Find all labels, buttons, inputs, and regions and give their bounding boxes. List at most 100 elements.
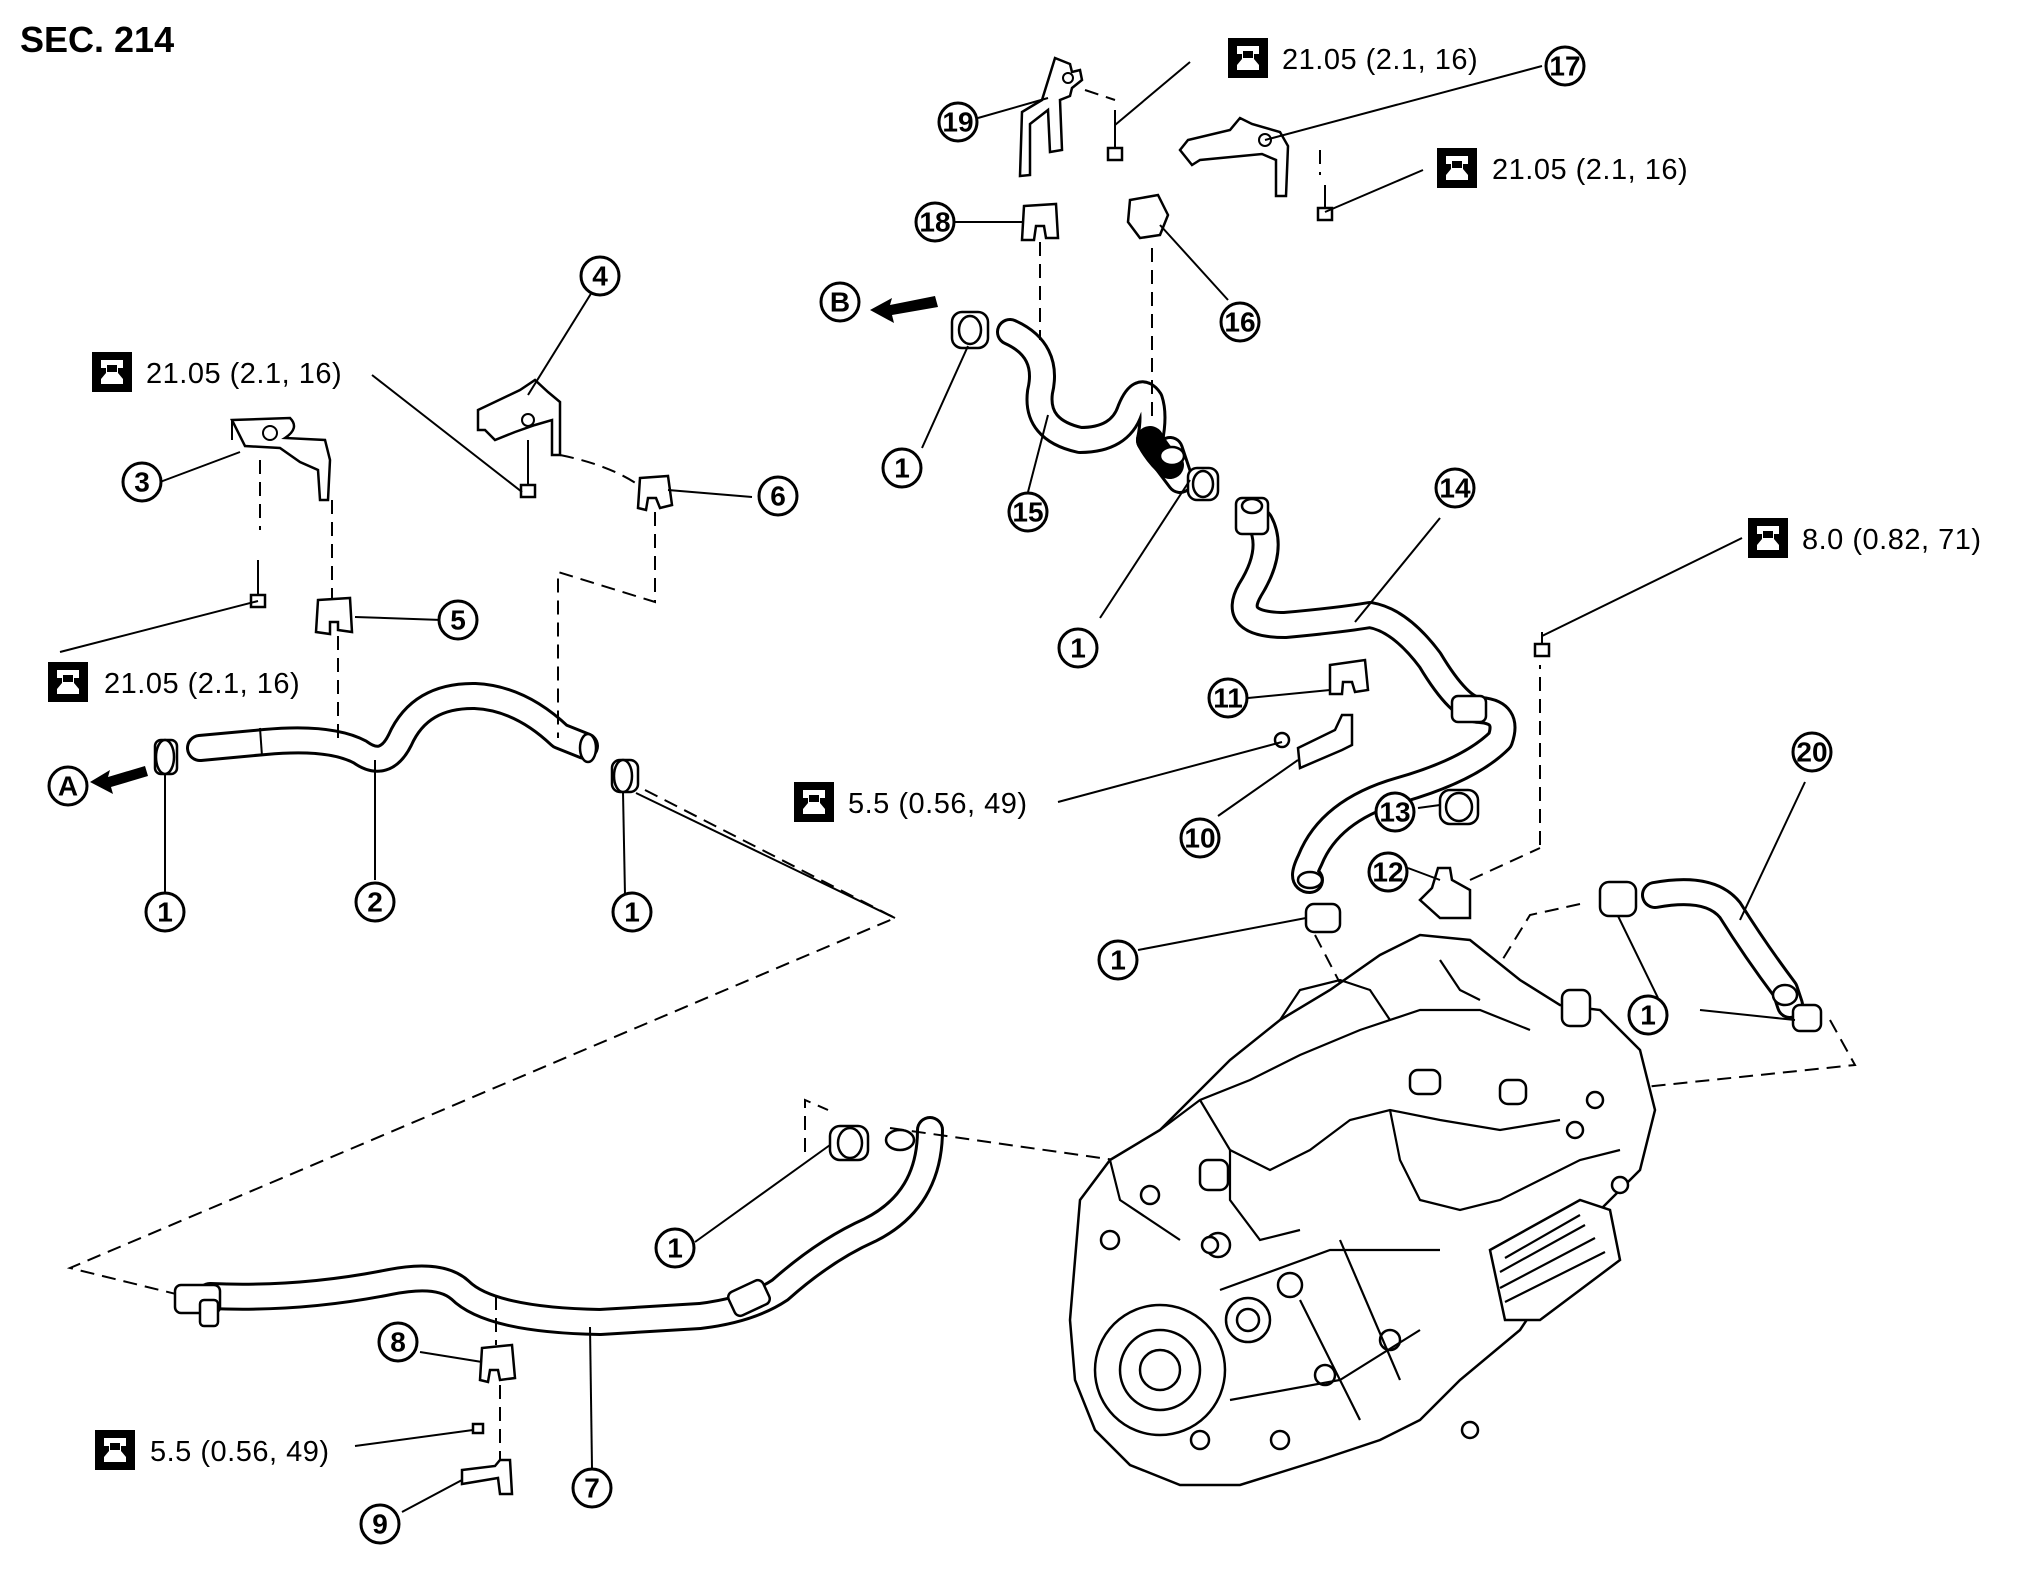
svg-text:5.5 (0.56, 49): 5.5 (0.56, 49) bbox=[848, 788, 1028, 820]
callout-3: 3 bbox=[121, 461, 163, 503]
hose-7-clamp-mid bbox=[727, 1278, 771, 1318]
torque-wrench-icon bbox=[1748, 518, 1788, 558]
callout-13: 13 bbox=[1374, 791, 1416, 833]
callout-16: 16 bbox=[1219, 301, 1261, 343]
callout-14: 14 bbox=[1434, 467, 1476, 509]
svg-text:10: 10 bbox=[1184, 823, 1215, 854]
hose-15-clamp bbox=[950, 310, 990, 350]
bolt-left-lower bbox=[249, 560, 267, 609]
svg-text:B: B bbox=[830, 287, 850, 318]
nut-10 bbox=[1273, 731, 1291, 749]
callout-15: 15 bbox=[1007, 491, 1049, 533]
callout-11: 11 bbox=[1207, 677, 1249, 719]
leader-lines bbox=[59, 61, 1806, 1513]
bolt-upper-left bbox=[519, 440, 537, 499]
hose-7-end-fitting bbox=[173, 1283, 222, 1328]
svg-text:2: 2 bbox=[367, 887, 383, 918]
torque-spec: 8.0 (0.82, 71) bbox=[1748, 518, 1981, 558]
hose-14-clamp-upper bbox=[1186, 466, 1220, 502]
dash-hose7-engine bbox=[889, 1127, 1116, 1161]
callout-10: 10 bbox=[1179, 817, 1221, 859]
dash-clip6-hose bbox=[557, 512, 656, 738]
svg-text:9: 9 bbox=[372, 1509, 388, 1540]
callout-5: 5 bbox=[437, 599, 479, 641]
svg-text:1: 1 bbox=[157, 897, 173, 928]
traction-motor-assembly bbox=[1068, 933, 1657, 1487]
svg-text:1: 1 bbox=[1110, 945, 1126, 976]
callout-1: 1 bbox=[654, 1227, 696, 1269]
svg-text:17: 17 bbox=[1549, 51, 1580, 82]
hose-14-end-fitting bbox=[1234, 496, 1270, 536]
arrow-b-label: B bbox=[819, 281, 861, 323]
bracket-9 bbox=[460, 1458, 514, 1496]
callout-9: 9 bbox=[359, 1503, 401, 1545]
clip-16 bbox=[1126, 193, 1170, 240]
callout-1: 1 bbox=[881, 447, 923, 489]
bracket-4 bbox=[476, 378, 562, 457]
hose-7 bbox=[196, 1116, 944, 1336]
svg-text:16: 16 bbox=[1224, 307, 1255, 338]
clamp-13 bbox=[1438, 788, 1480, 826]
hose-20-clamp-upper bbox=[1598, 880, 1638, 918]
clip-5 bbox=[314, 596, 354, 636]
hose-clamp-left bbox=[153, 738, 179, 776]
callout-4: 4 bbox=[579, 255, 621, 297]
svg-text:6: 6 bbox=[770, 481, 786, 512]
svg-text:5: 5 bbox=[450, 605, 466, 636]
callout-1: 1 bbox=[1627, 994, 1669, 1036]
section-label: SEC. 214 bbox=[20, 19, 174, 60]
svg-text:8: 8 bbox=[390, 1327, 406, 1358]
callout-1: 1 bbox=[1097, 939, 1139, 981]
hose-20 bbox=[1641, 878, 1804, 1019]
clip-18 bbox=[1020, 202, 1060, 242]
arrow-a bbox=[90, 766, 148, 794]
callout-1: 1 bbox=[1057, 627, 1099, 669]
svg-text:1: 1 bbox=[1640, 1000, 1656, 1031]
hose-20-clamp-lower bbox=[1791, 1003, 1823, 1033]
callout-20: 20 bbox=[1791, 731, 1833, 773]
svg-text:A: A bbox=[58, 771, 78, 802]
callout-7: 7 bbox=[571, 1467, 613, 1509]
bracket-12 bbox=[1418, 866, 1472, 920]
torque-spec: 21.05 (2.1, 16) bbox=[92, 352, 342, 392]
svg-text:21.05 (2.1, 16): 21.05 (2.1, 16) bbox=[1282, 44, 1478, 76]
torque-spec: 21.05 (2.1, 16) bbox=[48, 662, 300, 702]
torque-wrench-icon bbox=[794, 782, 834, 822]
torque-wrench-icon bbox=[95, 1430, 135, 1470]
svg-text:1: 1 bbox=[1070, 633, 1086, 664]
svg-text:21.05 (2.1, 16): 21.05 (2.1, 16) bbox=[1492, 154, 1688, 186]
torque-spec: 21.05 (2.1, 16) bbox=[1437, 148, 1688, 188]
clip-11 bbox=[1328, 658, 1370, 696]
bolt-19 bbox=[1106, 110, 1124, 162]
svg-text:1: 1 bbox=[894, 453, 910, 484]
arrow-b bbox=[870, 296, 938, 323]
svg-text:5.5 (0.56, 49): 5.5 (0.56, 49) bbox=[150, 1436, 330, 1468]
hose-2 bbox=[186, 682, 599, 773]
svg-text:21.05 (2.1, 16): 21.05 (2.1, 16) bbox=[146, 358, 342, 390]
callout-2: 2 bbox=[354, 881, 396, 923]
svg-text:21.05 (2.1, 16): 21.05 (2.1, 16) bbox=[104, 668, 300, 700]
hose-14-clamp-mid bbox=[1450, 694, 1488, 724]
arrow-a-label: A bbox=[47, 765, 89, 807]
clamp-engine-top bbox=[1304, 902, 1342, 934]
callout-1: 1 bbox=[611, 891, 653, 933]
hose-clamp-right bbox=[610, 758, 640, 794]
torque-wrench-icon bbox=[1228, 38, 1268, 78]
dash-hose20-engine bbox=[1449, 903, 1581, 1046]
dash-hose2-hose7 bbox=[66, 789, 898, 1296]
svg-text:18: 18 bbox=[919, 207, 950, 238]
torque-wrench-icon bbox=[48, 662, 88, 702]
callout-6: 6 bbox=[757, 475, 799, 517]
torque-spec: 21.05 (2.1, 16) bbox=[1228, 38, 1478, 78]
svg-text:19: 19 bbox=[942, 107, 973, 138]
svg-text:1: 1 bbox=[667, 1233, 683, 1264]
bracket-10 bbox=[1296, 713, 1354, 770]
callout-17: 17 bbox=[1544, 45, 1586, 87]
svg-text:20: 20 bbox=[1796, 737, 1827, 768]
torque-spec: 5.5 (0.56, 49) bbox=[794, 782, 1028, 822]
svg-text:14: 14 bbox=[1439, 473, 1471, 504]
dash-bracket12-bolt bbox=[1469, 847, 1541, 881]
svg-text:13: 13 bbox=[1379, 797, 1410, 828]
bolt-12 bbox=[1533, 632, 1551, 658]
